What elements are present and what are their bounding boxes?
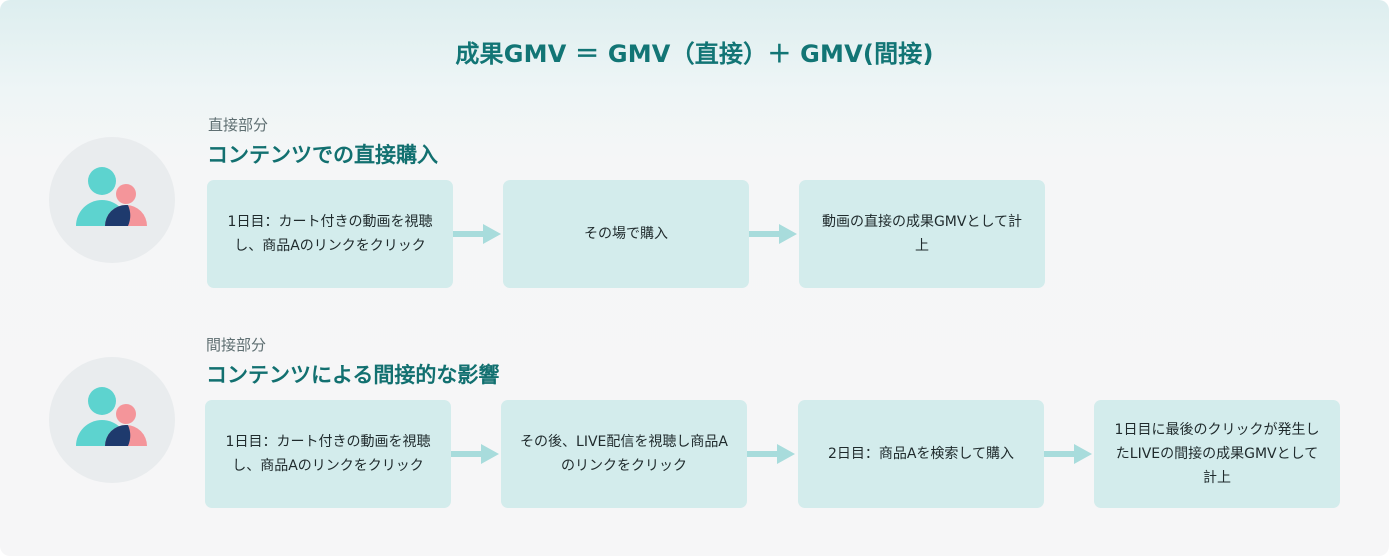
users-icon [49, 357, 175, 483]
users-icon [49, 137, 175, 263]
arrow-right-icon [451, 444, 499, 464]
headline: 成果GMV ＝ GMV（直接）＋ GMV(間接) [455, 40, 934, 68]
arrow-right-icon [453, 224, 501, 244]
step-box: その後、LIVE配信を視聴し商品Aのリンクをクリック [501, 400, 747, 508]
section-title: コンテンツによる間接的な影響 [206, 363, 500, 387]
section-label: 間接部分 [206, 336, 267, 354]
arrow-right-icon [1044, 444, 1092, 464]
step-box: 1日目に最後のクリックが発生したLIVEの間接の成果GMVとして計上 [1094, 400, 1340, 508]
arrow-right-icon [749, 224, 797, 244]
step-box: 1日目：カート付きの動画を視聴し、商品Aのリンクをクリック [205, 400, 451, 508]
step-box: 動画の直接の成果GMVとして計上 [799, 180, 1045, 288]
arrow-right-icon [747, 444, 795, 464]
step-box: 2日目：商品Aを検索して購入 [798, 400, 1044, 508]
step-box: その場で購入 [503, 180, 749, 288]
section-title: コンテンツでの直接購入 [207, 143, 438, 167]
step-box: 1日目：カート付きの動画を視聴し、商品Aのリンクをクリック [207, 180, 453, 288]
section-label: 直接部分 [208, 116, 269, 134]
